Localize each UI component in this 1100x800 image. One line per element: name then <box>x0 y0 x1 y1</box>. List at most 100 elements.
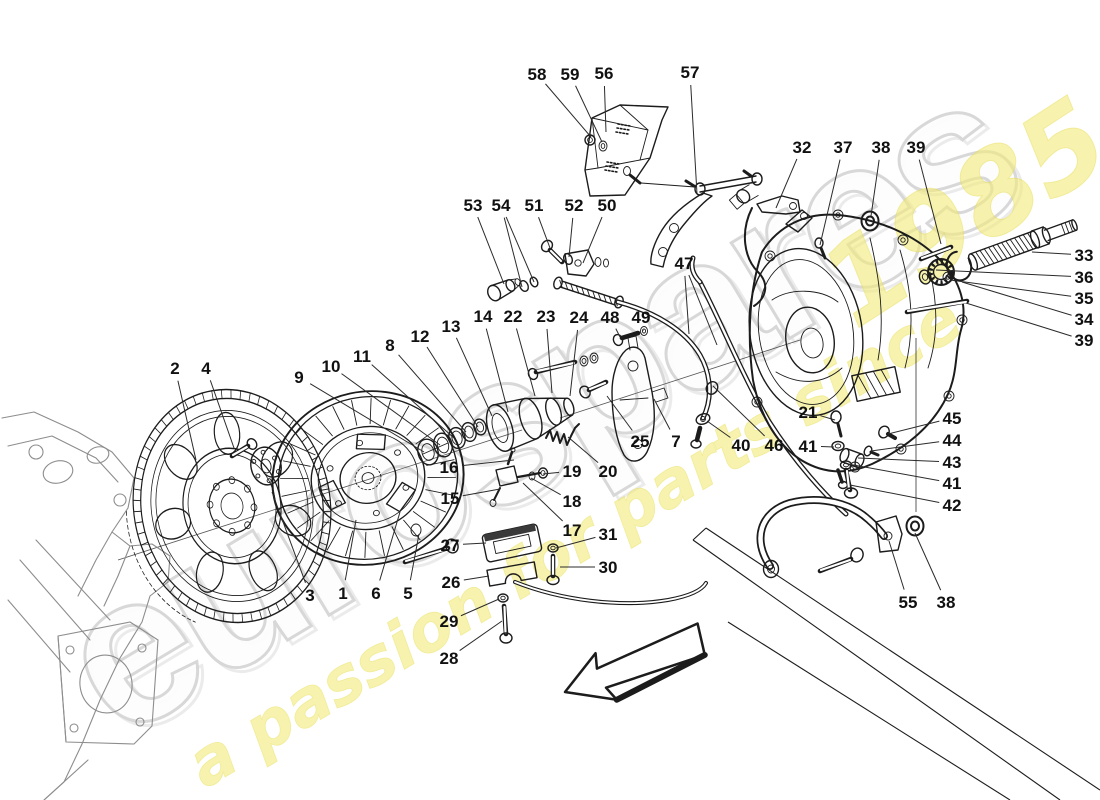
direction-arrow <box>563 622 708 703</box>
leader-line <box>460 598 500 617</box>
flywheel-bolt <box>229 438 258 459</box>
pad-bracket-27 <box>481 523 543 563</box>
grommet-38-bottom <box>905 515 925 537</box>
leader-line <box>459 620 503 651</box>
part-label-4: 4 <box>201 359 211 378</box>
speed-sensor <box>728 184 801 307</box>
part-label-52: 52 <box>565 196 584 215</box>
leader-line <box>575 85 603 143</box>
part-label-19: 19 <box>563 462 582 481</box>
leader-line <box>546 328 553 394</box>
leader-line <box>949 279 1072 297</box>
leader-line <box>688 274 718 346</box>
leader-line <box>530 477 561 496</box>
sensor-bolt-37 <box>814 237 824 249</box>
shield-hatch-patch <box>604 123 631 173</box>
part-label-7: 7 <box>671 432 680 451</box>
leader-line <box>935 269 1072 277</box>
leader-line <box>706 420 731 438</box>
cable-stop-group <box>402 523 708 644</box>
leader-line <box>684 275 690 335</box>
part-label-8: 8 <box>385 336 394 355</box>
housing-window <box>851 366 901 402</box>
part-label-36: 36 <box>1075 268 1094 287</box>
part-label-54: 54 <box>492 196 511 215</box>
part-label-22: 22 <box>504 307 523 326</box>
part-label-18: 18 <box>563 492 582 511</box>
leader-line <box>775 158 798 209</box>
bolt-30v <box>546 553 560 586</box>
heat-shield <box>584 104 696 197</box>
leader-line <box>819 159 841 246</box>
part-label-26: 26 <box>442 573 461 592</box>
washer-31 <box>547 543 559 553</box>
hose-bracket-55 <box>875 515 903 553</box>
leader-line <box>870 441 940 452</box>
hose-bolt <box>817 547 864 574</box>
support-bracket <box>650 169 763 268</box>
part-label-47: 47 <box>675 254 694 273</box>
part-label-14: 14 <box>474 307 493 326</box>
part-label-33: 33 <box>1075 246 1094 265</box>
part-label-51: 51 <box>525 196 544 215</box>
part-label-32: 32 <box>793 138 812 157</box>
release-ring-stack <box>417 418 487 466</box>
leader-line <box>568 217 574 258</box>
part-label-45: 45 <box>943 409 962 428</box>
part-label-28: 28 <box>440 649 459 668</box>
fork-bolt <box>579 379 609 399</box>
part-label-16: 16 <box>440 458 459 477</box>
clutch-assembly <box>271 390 465 566</box>
release-bearing-piston <box>485 397 575 452</box>
leader-line <box>344 519 357 581</box>
part-label-11: 11 <box>353 347 371 366</box>
hose-assembly <box>756 496 925 579</box>
part-label-42: 42 <box>943 496 962 515</box>
part-label-59: 59 <box>561 65 580 84</box>
part-label-13: 13 <box>442 317 461 336</box>
part-label-12: 12 <box>411 327 430 346</box>
plug-45 <box>878 425 897 440</box>
part-label-38: 38 <box>937 593 956 612</box>
leader-line <box>398 354 467 433</box>
leader-line <box>379 511 401 581</box>
part-label-39: 39 <box>907 138 926 157</box>
leader-line <box>961 281 1072 316</box>
flywheel-rim-depth <box>125 510 196 623</box>
leader-line <box>820 415 836 421</box>
part-label-24: 24 <box>570 308 589 327</box>
leader-line <box>462 542 487 545</box>
leader-line <box>409 533 420 581</box>
leader-line <box>712 385 766 437</box>
bolt-5 <box>402 523 459 565</box>
leader-line <box>463 575 490 581</box>
leader-line <box>965 302 1072 337</box>
leader-line <box>888 540 905 590</box>
pipe-bracket-50 <box>564 249 595 277</box>
grommet-38-top <box>860 210 880 232</box>
clutch-pipes <box>615 255 849 517</box>
leader-line <box>847 463 940 482</box>
leader-line <box>542 471 560 475</box>
part-label-2: 2 <box>170 359 179 378</box>
washer-29 <box>497 593 509 603</box>
part-label-20: 20 <box>599 462 618 481</box>
leader-line <box>555 536 596 549</box>
leader-line <box>857 457 940 462</box>
engine-block <box>1 411 171 800</box>
leader-line <box>522 482 563 522</box>
leader-line <box>515 328 536 397</box>
release-spring <box>545 423 580 446</box>
clamp-26 <box>486 561 538 587</box>
part-label-10: 10 <box>322 357 341 376</box>
leader-line <box>538 217 551 249</box>
part-label-40: 40 <box>732 436 751 455</box>
part-label-29: 29 <box>440 612 459 631</box>
leader-line <box>461 459 515 467</box>
part-label-15: 15 <box>441 489 460 508</box>
part-label-30: 30 <box>599 558 618 577</box>
leader-line <box>820 446 835 448</box>
leader-line <box>271 491 306 583</box>
part-label-1: 1 <box>338 584 347 603</box>
